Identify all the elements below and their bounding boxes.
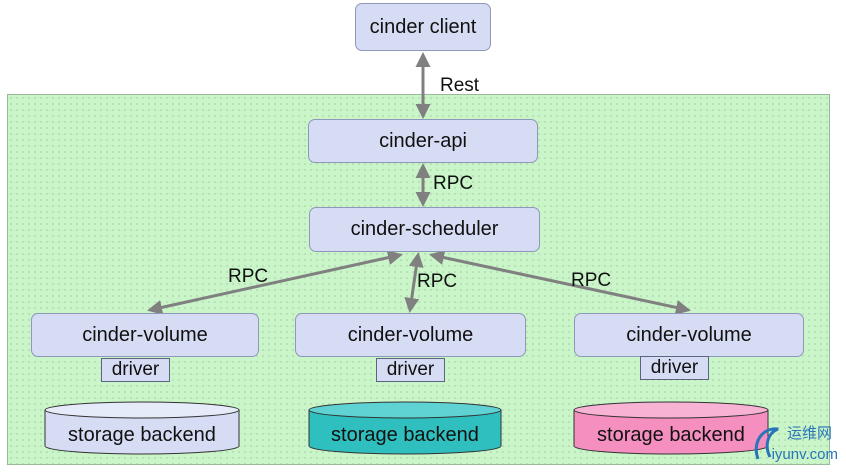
storage-backend-label-right: storage backend [597, 424, 745, 446]
cinder-client-box: cinder client [355, 3, 491, 51]
watermark-text-bottom: iyunv.com [771, 446, 838, 463]
storage-backend-cylinder-left [44, 401, 240, 455]
storage-backend-label-middle: storage backend [331, 424, 479, 446]
cinder-volume-box-left: cinder-volume [31, 313, 259, 357]
driver-box-middle: driver [376, 358, 445, 382]
rpc-arrow-right [429, 250, 691, 315]
rest-label: Rest [440, 75, 480, 96]
cinder-volume-box-right: cinder-volume [574, 313, 804, 357]
watermark-text-top: 运维网 [786, 425, 832, 442]
storage-backend-label-left: storage backend [68, 424, 216, 446]
rpc-label-middle: RPC [417, 271, 458, 292]
rpc-label-left: RPC [228, 266, 269, 287]
rpc-label-right: RPC [571, 270, 612, 291]
cinder-api-box: cinder-api [308, 119, 538, 163]
rpc-label-api-scheduler: RPC [433, 173, 474, 194]
watermark-logo [754, 427, 779, 460]
driver-box-left: driver [101, 358, 170, 382]
cinder-scheduler-box: cinder-scheduler [309, 207, 540, 252]
driver-box-right: driver [640, 356, 709, 380]
cinder-volume-box-middle: cinder-volume [295, 313, 526, 357]
rpc-arrow-middle [404, 252, 424, 313]
rpc-arrow-left [147, 250, 403, 315]
storage-backend-cylinder-middle [308, 401, 502, 455]
storage-backend-cylinder-right [573, 401, 769, 455]
